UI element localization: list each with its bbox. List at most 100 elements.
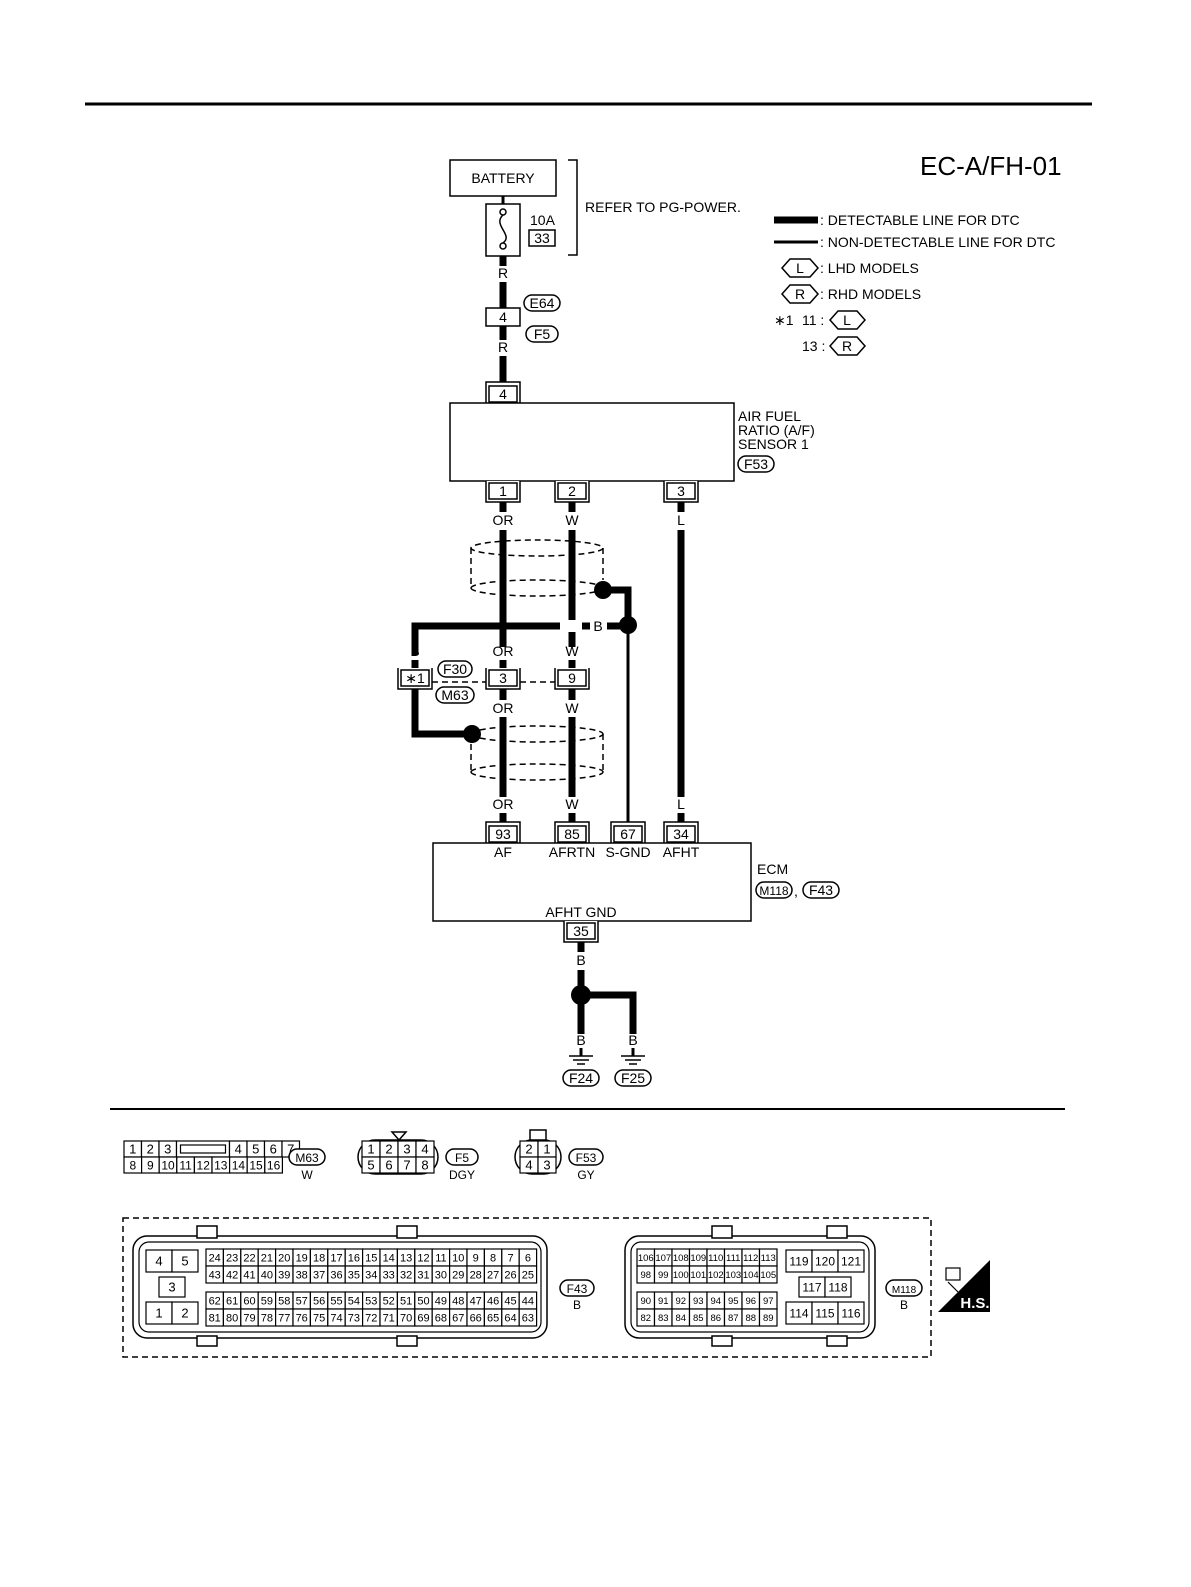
pin-number: 93 xyxy=(693,1296,704,1307)
ecm-afrtn: AFRTN xyxy=(549,844,595,860)
pin-number: 48 xyxy=(452,1295,464,1307)
pin-number: 22 xyxy=(243,1252,255,1264)
pin-number: 107 xyxy=(655,1253,671,1264)
pin-number: 6 xyxy=(385,1158,392,1173)
ecm-connectors-frame xyxy=(122,1217,932,1358)
pin-number: 8 xyxy=(421,1158,428,1173)
pin-number: 16 xyxy=(348,1252,360,1264)
pin-number: 71 xyxy=(383,1312,395,1324)
pin-number: 49 xyxy=(435,1295,447,1307)
pin-number: 27 xyxy=(487,1269,499,1281)
pin-number: 21 xyxy=(261,1252,273,1264)
pin-number: 72 xyxy=(365,1312,377,1324)
wire-or-1: OR xyxy=(493,512,514,528)
pin-number: 43 xyxy=(209,1269,221,1281)
connector-m118: M118 xyxy=(759,884,788,898)
pin-number: 108 xyxy=(673,1253,689,1264)
pin-number: 120 xyxy=(815,1254,835,1268)
pin-number: 2 xyxy=(525,1142,532,1157)
pin-number: 3 xyxy=(543,1158,550,1173)
pin-number: 5 xyxy=(367,1158,374,1173)
connector-f53: F53 xyxy=(744,456,768,472)
pin-number: 36 xyxy=(330,1269,342,1281)
pin-number: 109 xyxy=(690,1253,706,1264)
pin-number: 14 xyxy=(383,1252,395,1264)
connector-f25: F25 xyxy=(621,1070,645,1086)
wire-w-1: W xyxy=(565,512,579,528)
pin-number: 11 xyxy=(179,1158,192,1172)
key-slot xyxy=(179,1144,227,1154)
pin-number: 91 xyxy=(658,1296,669,1307)
pin-number: 7 xyxy=(287,1142,294,1157)
pin-number: 44 xyxy=(522,1295,534,1307)
wire-b-gnd: B xyxy=(576,952,585,968)
f53-label: F53 xyxy=(576,1151,597,1165)
af-sensor-box xyxy=(449,402,735,482)
wire-or-3: OR xyxy=(493,700,514,716)
pin-number: 33 xyxy=(383,1269,395,1281)
pin-number: 79 xyxy=(243,1312,255,1324)
pin-number: 110 xyxy=(708,1253,723,1264)
connector-f24: F24 xyxy=(569,1070,593,1086)
hs-icon: H.S. xyxy=(938,1260,990,1312)
pin-number: 38 xyxy=(296,1269,308,1281)
connector-e64: E64 xyxy=(530,295,555,311)
pin-cell xyxy=(758,1308,778,1327)
pin-number: 56 xyxy=(313,1295,325,1307)
pin-number: 90 xyxy=(640,1296,651,1307)
pin-cell xyxy=(837,1301,865,1325)
pin-number: 97 xyxy=(763,1296,774,1307)
m118-color: B xyxy=(900,1298,908,1312)
fuse-rating: 10A xyxy=(530,212,556,228)
pin-number: 67 xyxy=(452,1312,464,1324)
pin-number: 25 xyxy=(522,1269,534,1281)
pin-number: 1 xyxy=(367,1142,374,1157)
pin-number: 106 xyxy=(638,1253,654,1264)
svg-text:R: R xyxy=(795,286,805,302)
pin-number: 77 xyxy=(278,1312,290,1324)
pin-number: 41 xyxy=(243,1269,255,1281)
joint-pin-9: 9 xyxy=(568,670,576,686)
pin-number: 112 xyxy=(743,1253,758,1264)
pin-number: 20 xyxy=(278,1252,290,1264)
pin-number: 105 xyxy=(760,1270,776,1281)
ecm-afht-gnd: AFHT GND xyxy=(545,904,616,920)
sensor-pin-1: 1 xyxy=(499,483,507,499)
fuse-number: 33 xyxy=(534,230,550,246)
pin-cell xyxy=(158,1276,186,1298)
pin-number: 74 xyxy=(330,1312,342,1324)
pin-number: 30 xyxy=(435,1269,447,1281)
f43-color: B xyxy=(573,1298,581,1312)
pin-number: 70 xyxy=(400,1312,412,1324)
battery-label: BATTERY xyxy=(471,170,535,186)
legend-star-r: 13 : xyxy=(802,338,825,354)
pin-number: 96 xyxy=(745,1296,756,1307)
pin-number: 39 xyxy=(278,1269,290,1281)
pin-number: 37 xyxy=(313,1269,325,1281)
wire-r-mid: R xyxy=(498,339,508,355)
pin-number: 4 xyxy=(525,1158,532,1173)
pin-number: 40 xyxy=(261,1269,273,1281)
pin-number: 52 xyxy=(383,1295,395,1307)
pin-number: 60 xyxy=(243,1295,255,1307)
svg-text:L: L xyxy=(796,260,804,276)
svg-text:,: , xyxy=(794,883,798,899)
pin-cell xyxy=(837,1249,865,1273)
lhd-tag-icon xyxy=(780,258,820,278)
pin-cell xyxy=(518,1308,538,1327)
pin-number: 64 xyxy=(504,1312,516,1324)
pin-number: 7 xyxy=(507,1252,513,1264)
pin-number: 9 xyxy=(147,1158,154,1172)
pin-number: 68 xyxy=(435,1312,447,1324)
wire-b-f24: B xyxy=(576,1032,585,1048)
pin-cell xyxy=(518,1265,538,1284)
pin-number: 18 xyxy=(313,1252,325,1264)
pin-number: 23 xyxy=(226,1252,238,1264)
pin-number: 42 xyxy=(226,1269,238,1281)
pin-number: 35 xyxy=(348,1269,360,1281)
wire-l-1: L xyxy=(677,512,685,528)
wire-b-left: B xyxy=(410,643,419,659)
pin-number: 53 xyxy=(365,1295,377,1307)
f5-label: F5 xyxy=(455,1151,469,1165)
